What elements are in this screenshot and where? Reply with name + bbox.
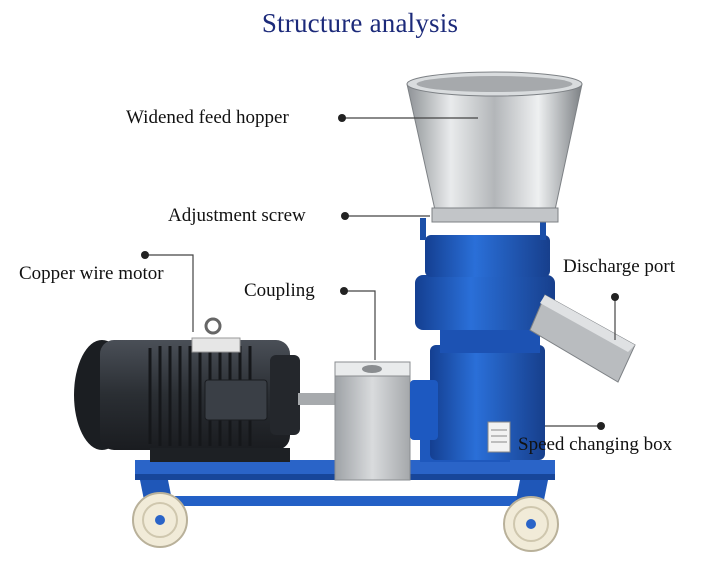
label-feed-hopper: Widened feed hopper [126,107,289,129]
label-speed-changing-box: Speed changing box [518,434,672,456]
discharge-chute [530,295,635,382]
feed-hopper [407,72,582,222]
page-title: Structure analysis [0,8,720,39]
motor [74,319,300,462]
coupling-guard [335,362,410,480]
motor-shaft [298,393,338,405]
label-copper-wire-motor: Copper wire motor [19,263,164,285]
label-coupling: Coupling [244,280,315,302]
wheel-right [504,497,558,551]
label-discharge-port: Discharge port [563,256,675,278]
pellet-mill-body [410,218,555,460]
label-adjustment-screw: Adjustment screw [168,205,306,227]
wheel-left [133,493,187,547]
